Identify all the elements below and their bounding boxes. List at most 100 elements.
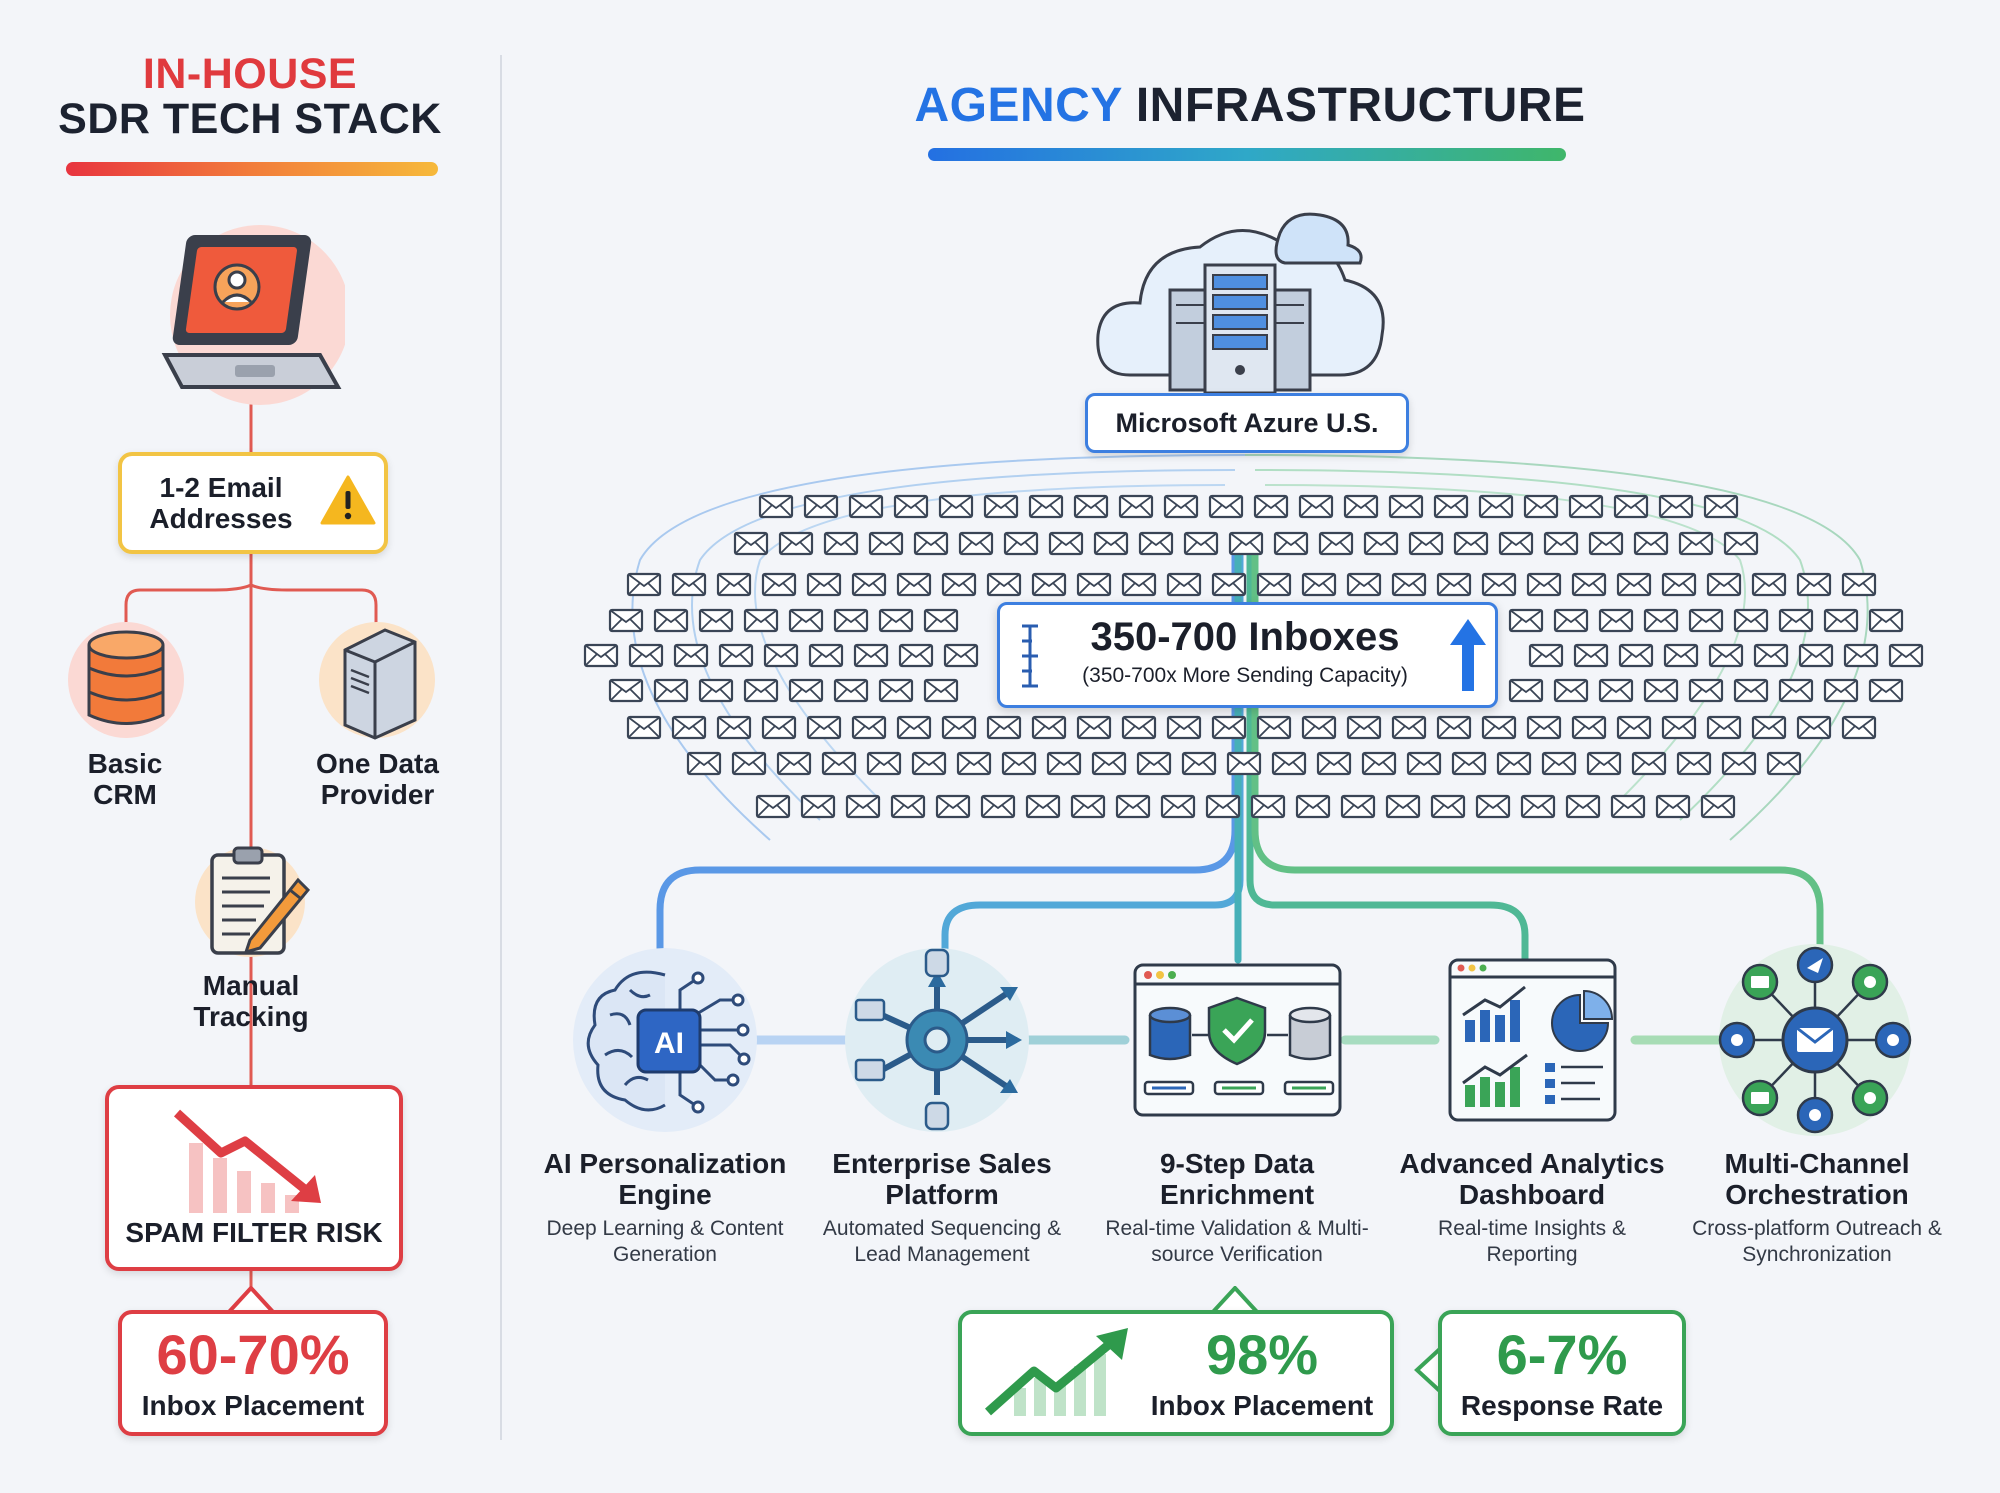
envelope-icon — [1868, 678, 1904, 703]
envelope-icon — [1688, 608, 1724, 633]
ai-brain-icon: AI — [573, 948, 757, 1132]
envelope-icon — [1700, 794, 1736, 819]
envelope-icon — [1721, 751, 1757, 776]
envelope-icon — [716, 572, 752, 597]
envelope-icon — [923, 608, 959, 633]
envelope-icon — [1633, 531, 1669, 556]
feature-title: Multi-Channel Orchestration — [1724, 1148, 1910, 1210]
envelope-icon — [653, 678, 689, 703]
envelope-icon — [1841, 715, 1877, 740]
envelope-icon — [1631, 751, 1667, 776]
envelope-icon — [896, 572, 932, 597]
basic-crm-label: Basic CRM — [87, 748, 163, 810]
envelope-icon — [1661, 715, 1697, 740]
envelope-icon — [1753, 643, 1789, 668]
envelope-icon — [778, 531, 814, 556]
envelope-icon — [938, 494, 974, 519]
feature-title: Enterprise Sales Platform — [832, 1148, 1052, 1210]
envelope-icon — [893, 494, 929, 519]
email-addresses-card: 1-2 Email Addresses — [118, 452, 388, 554]
envelope-icon — [733, 531, 769, 556]
envelope-icon — [1553, 678, 1589, 703]
envelope-icon — [1001, 751, 1037, 776]
envelope-icon — [1003, 531, 1039, 556]
envelope-icon — [1163, 494, 1199, 519]
envelope-icon — [608, 608, 644, 633]
envelope-icon — [1391, 572, 1427, 597]
left-inbox-placement-value: 60-70% — [156, 1323, 350, 1386]
envelope-icon — [913, 531, 949, 556]
envelope-icon — [1541, 751, 1577, 776]
callout-pointer — [226, 1286, 276, 1314]
laptop-user-icon — [161, 225, 345, 405]
envelope-icon — [731, 751, 767, 776]
arrow-up-icon — [1450, 619, 1486, 691]
envelope-icon — [1430, 794, 1466, 819]
envelope-icon — [898, 643, 934, 668]
envelope-icon — [1295, 794, 1331, 819]
envelope-icon — [806, 572, 842, 597]
envelope-icon — [923, 678, 959, 703]
envelope-icon — [1678, 531, 1714, 556]
inbox-count-value: 350-700 Inboxes — [1090, 615, 1400, 659]
envelope-icon — [1048, 531, 1084, 556]
envelope-icon — [848, 494, 884, 519]
envelope-icon — [1553, 608, 1589, 633]
envelope-icon — [1138, 531, 1174, 556]
left-title-underline — [66, 162, 438, 176]
envelope-icon — [941, 572, 977, 597]
envelope-icon — [671, 572, 707, 597]
envelope-icon — [1766, 751, 1802, 776]
envelope-icon — [1526, 572, 1562, 597]
envelope-icon — [1475, 794, 1511, 819]
envelope-icon — [1568, 494, 1604, 519]
envelope-icon — [866, 751, 902, 776]
envelope-icon — [1478, 494, 1514, 519]
envelope-icon — [1453, 531, 1489, 556]
envelope-icon — [1588, 531, 1624, 556]
envelope-icon — [821, 751, 857, 776]
envelope-icon — [833, 678, 869, 703]
envelope-icon — [803, 494, 839, 519]
envelope-icon — [1271, 751, 1307, 776]
envelope-icon — [845, 794, 881, 819]
envelope-icon — [1796, 572, 1832, 597]
callout-pointer-left — [1414, 1345, 1444, 1395]
envelope-icon — [986, 715, 1022, 740]
feature-title: 9-Step Data Enrichment — [1159, 1148, 1315, 1210]
response-rate-value: 6-7% — [1496, 1323, 1628, 1386]
left-title-line1: IN-HOUSE — [142, 50, 358, 98]
envelope-icon — [1643, 678, 1679, 703]
envelope-icon — [1160, 794, 1196, 819]
envelope-icon — [1385, 794, 1421, 819]
envelope-icon — [1823, 608, 1859, 633]
envelope-icon — [1751, 572, 1787, 597]
envelope-icon — [1076, 715, 1112, 740]
envelope-icon — [1543, 531, 1579, 556]
envelope-icon — [1436, 715, 1472, 740]
envelope-icon — [628, 643, 664, 668]
envelope-icon — [1070, 794, 1106, 819]
envelope-icon — [1363, 531, 1399, 556]
envelope-icon — [1118, 494, 1154, 519]
envelope-icon — [1298, 494, 1334, 519]
envelope-icon — [653, 608, 689, 633]
panel-divider — [500, 55, 502, 1440]
envelope-icon — [1778, 678, 1814, 703]
envelope-icon — [1208, 494, 1244, 519]
envelope-icon — [1565, 794, 1601, 819]
response-rate-label: Response Rate — [1460, 1390, 1664, 1421]
envelope-icon — [1823, 678, 1859, 703]
email-addresses-label: 1-2 Email Addresses — [149, 472, 293, 534]
envelope-icon — [1211, 715, 1247, 740]
envelope-icon — [958, 531, 994, 556]
envelope-icon — [1843, 643, 1879, 668]
inbox-count-box: 350-700 Inboxes (350-700x More Sending C… — [997, 602, 1498, 708]
envelope-icon — [698, 608, 734, 633]
envelope-icon — [763, 643, 799, 668]
envelope-icon — [1121, 715, 1157, 740]
envelope-icon — [1888, 643, 1924, 668]
envelope-icon — [896, 715, 932, 740]
envelope-icon — [1093, 531, 1129, 556]
